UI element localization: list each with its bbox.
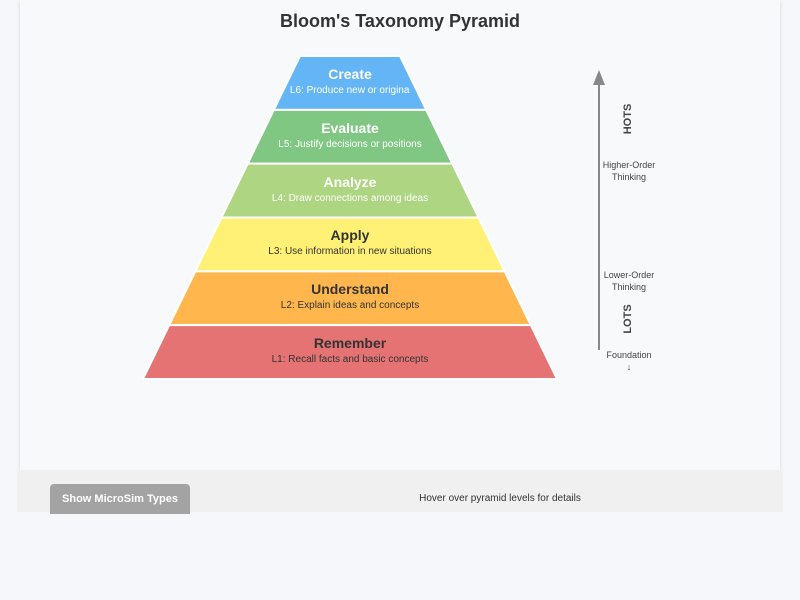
pyramid-level-description: L2: Explain ideas and concepts xyxy=(280,300,420,312)
pyramid-level-apply[interactable] xyxy=(193,216,507,273)
page-title: Bloom's Taxonomy Pyramid xyxy=(279,11,520,31)
hots-label: HOTS xyxy=(622,103,634,135)
pyramid-level-create[interactable] xyxy=(272,55,428,111)
higher-order-label: Higher-Order Thinking xyxy=(602,160,656,182)
pyramid-level-title: Remember xyxy=(313,335,387,352)
foundation-label: Foundation xyxy=(606,350,652,360)
pyramid-level-description: L4: Draw connections among ideas xyxy=(271,192,429,204)
pyramid-level-remember[interactable] xyxy=(141,324,559,380)
lots-label: LOTS xyxy=(622,304,634,334)
down-arrow-icon: ↓ xyxy=(626,362,632,372)
pyramid-level-understand[interactable] xyxy=(167,270,533,327)
lower-order-label: Lower-Order Thinking xyxy=(603,270,655,292)
pyramid-level-description: L6: Produce new or original work xyxy=(289,84,411,96)
pyramid-level-title: Understand xyxy=(311,281,389,298)
pyramid-level-title: Evaluate xyxy=(321,119,379,136)
pyramid-level-description: L1: Recall facts and basic concepts xyxy=(271,354,429,366)
hover-hint: Hover over pyramid levels for details xyxy=(419,493,581,504)
show-microsim-types-button[interactable]: Show MicroSim Types xyxy=(50,484,190,514)
pyramid-level-evaluate[interactable] xyxy=(246,108,454,165)
pyramid-level-analyze[interactable] xyxy=(219,162,481,219)
pyramid-level-description: L3: Use information in new situations xyxy=(268,246,432,258)
pyramid-level-title: Apply xyxy=(330,227,370,244)
pyramid-level-description: L5: Justify decisions or positions xyxy=(278,138,422,150)
pyramid-level-title: Create xyxy=(328,65,372,82)
pyramid-level-title: Analyze xyxy=(323,173,377,190)
